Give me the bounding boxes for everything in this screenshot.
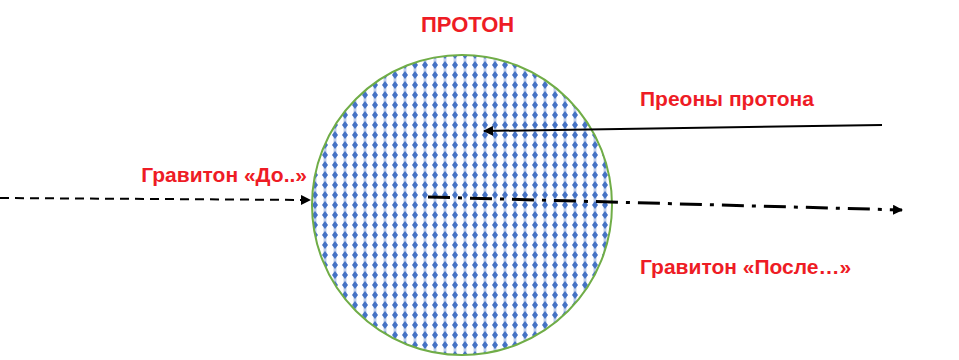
- diagram-title: ПРОТОН: [421, 12, 514, 38]
- leader-arrow: [484, 125, 882, 131]
- graviton-before-label: Гравитон «До..»: [141, 162, 307, 187]
- graviton-after-label: Гравитон «После…»: [640, 254, 851, 279]
- graviton-before-path: [0, 198, 310, 200]
- proton-circle: [312, 55, 612, 355]
- preon-label: Преоны протона: [640, 86, 814, 111]
- graviton-after-path: [428, 197, 902, 210]
